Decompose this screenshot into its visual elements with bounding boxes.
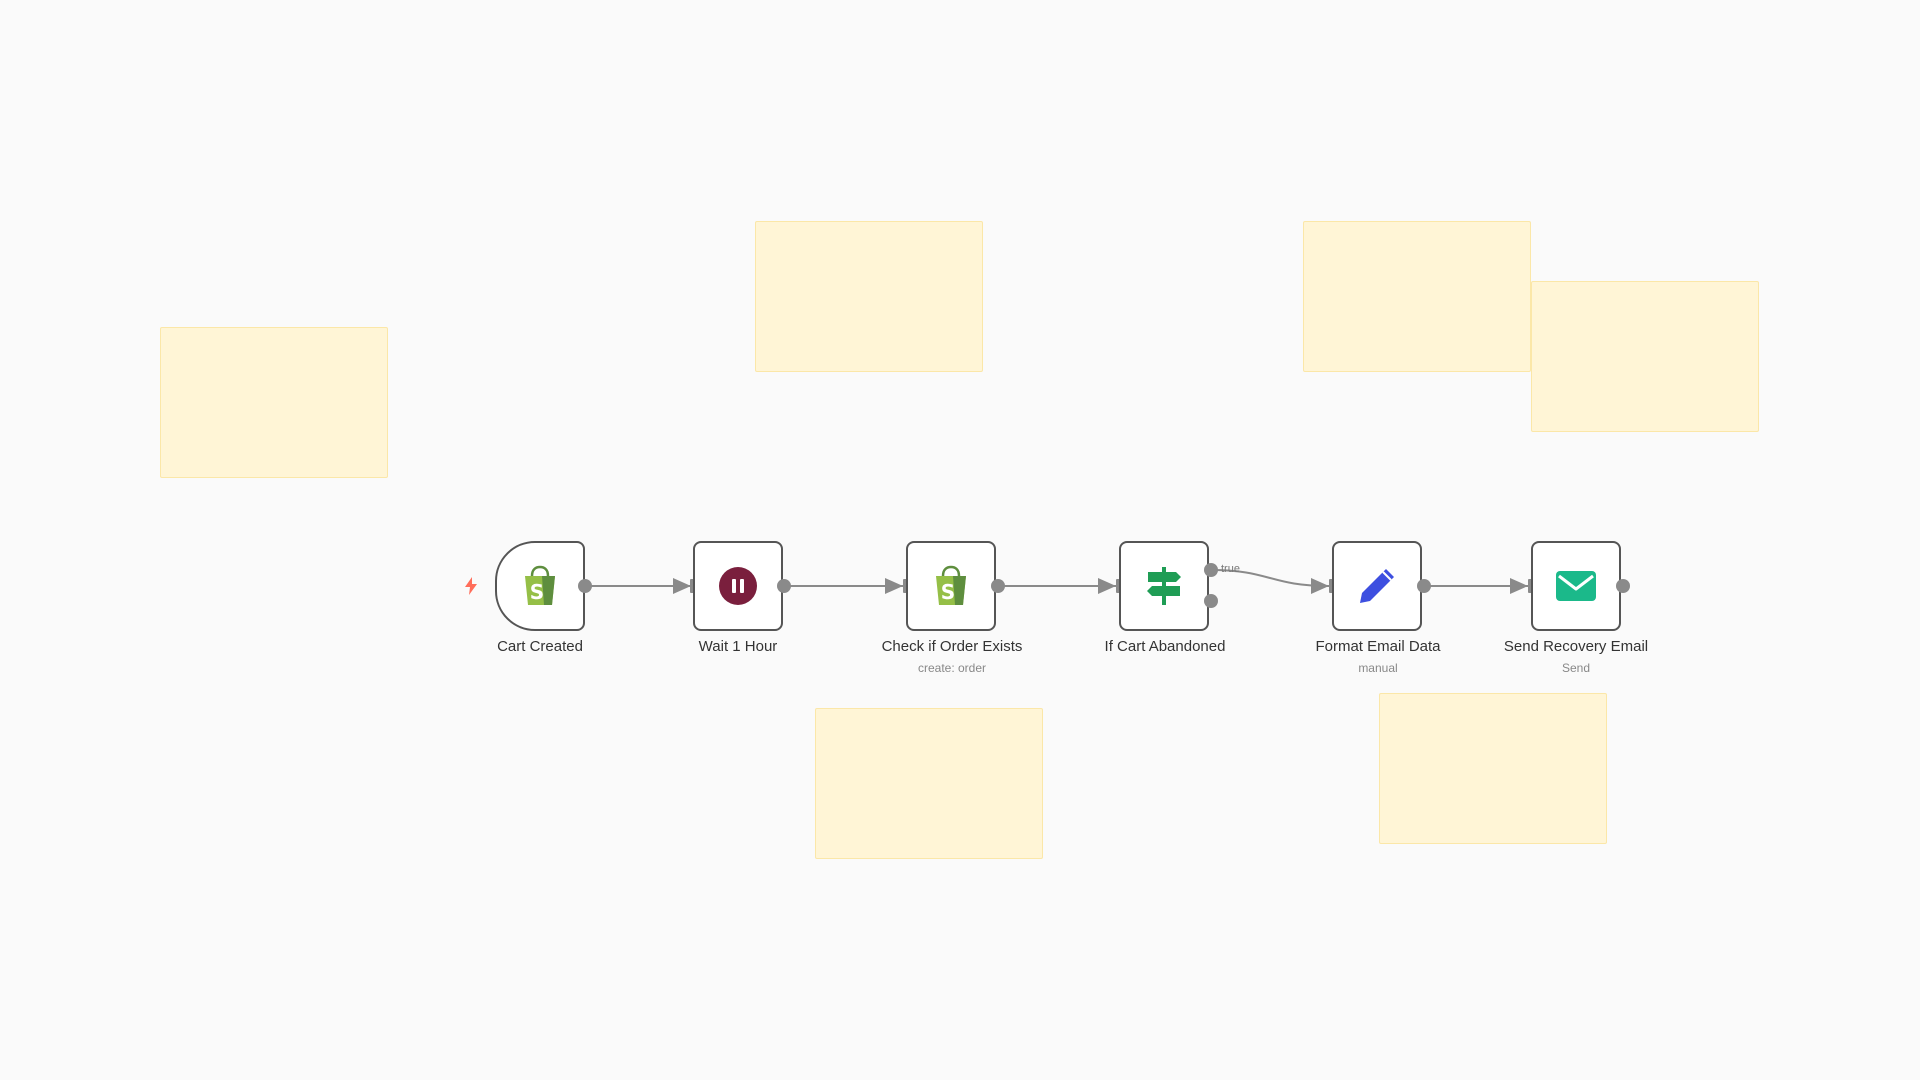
node-cart-created[interactable]: S [495,541,585,631]
node-label: Check if Order Exists [881,638,1023,655]
sticky-note[interactable] [160,327,388,478]
node-wait-1-hour[interactable] [693,541,783,631]
output-handle[interactable] [777,579,791,593]
node-label: Send Recovery Email [1503,638,1649,655]
sticky-note[interactable] [1379,693,1607,844]
sticky-note[interactable] [1531,281,1759,432]
output-handle[interactable] [1417,579,1431,593]
output-handle-false[interactable] [1204,594,1218,608]
node-label: Cart Created [497,638,583,655]
output-handle[interactable] [1616,579,1630,593]
edge-label-true: true [1221,563,1240,575]
sticky-note[interactable] [755,221,983,372]
node-subtitle: create: order [917,661,987,675]
output-handle[interactable] [991,579,1005,593]
pause-icon [719,567,757,605]
pencil-icon [1360,569,1394,603]
node-if-cart-abandoned[interactable] [1119,541,1209,631]
sticky-note[interactable] [815,708,1043,859]
node-format-email[interactable] [1332,541,1422,631]
node-subtitle: Send [1561,661,1591,675]
node-subtitle: manual [1358,661,1398,675]
output-handle[interactable] [578,579,592,593]
svg-text:S: S [530,580,544,604]
shopify-icon: S [525,565,555,605]
shopify-icon: S [936,565,966,605]
node-label: If Cart Abandoned [1104,638,1226,655]
output-handle-true[interactable] [1204,563,1218,577]
trigger-bolt-icon [465,577,477,595]
signpost-icon [1147,567,1181,605]
node-check-order[interactable]: S [906,541,996,631]
sticky-note[interactable] [1303,221,1531,372]
svg-text:S: S [941,580,955,604]
node-label: Wait 1 Hour [698,638,778,655]
connection-edge-true[interactable] [1210,569,1330,594]
node-send-email[interactable] [1531,541,1621,631]
node-label: Format Email Data [1315,638,1441,655]
envelope-icon [1556,571,1596,601]
